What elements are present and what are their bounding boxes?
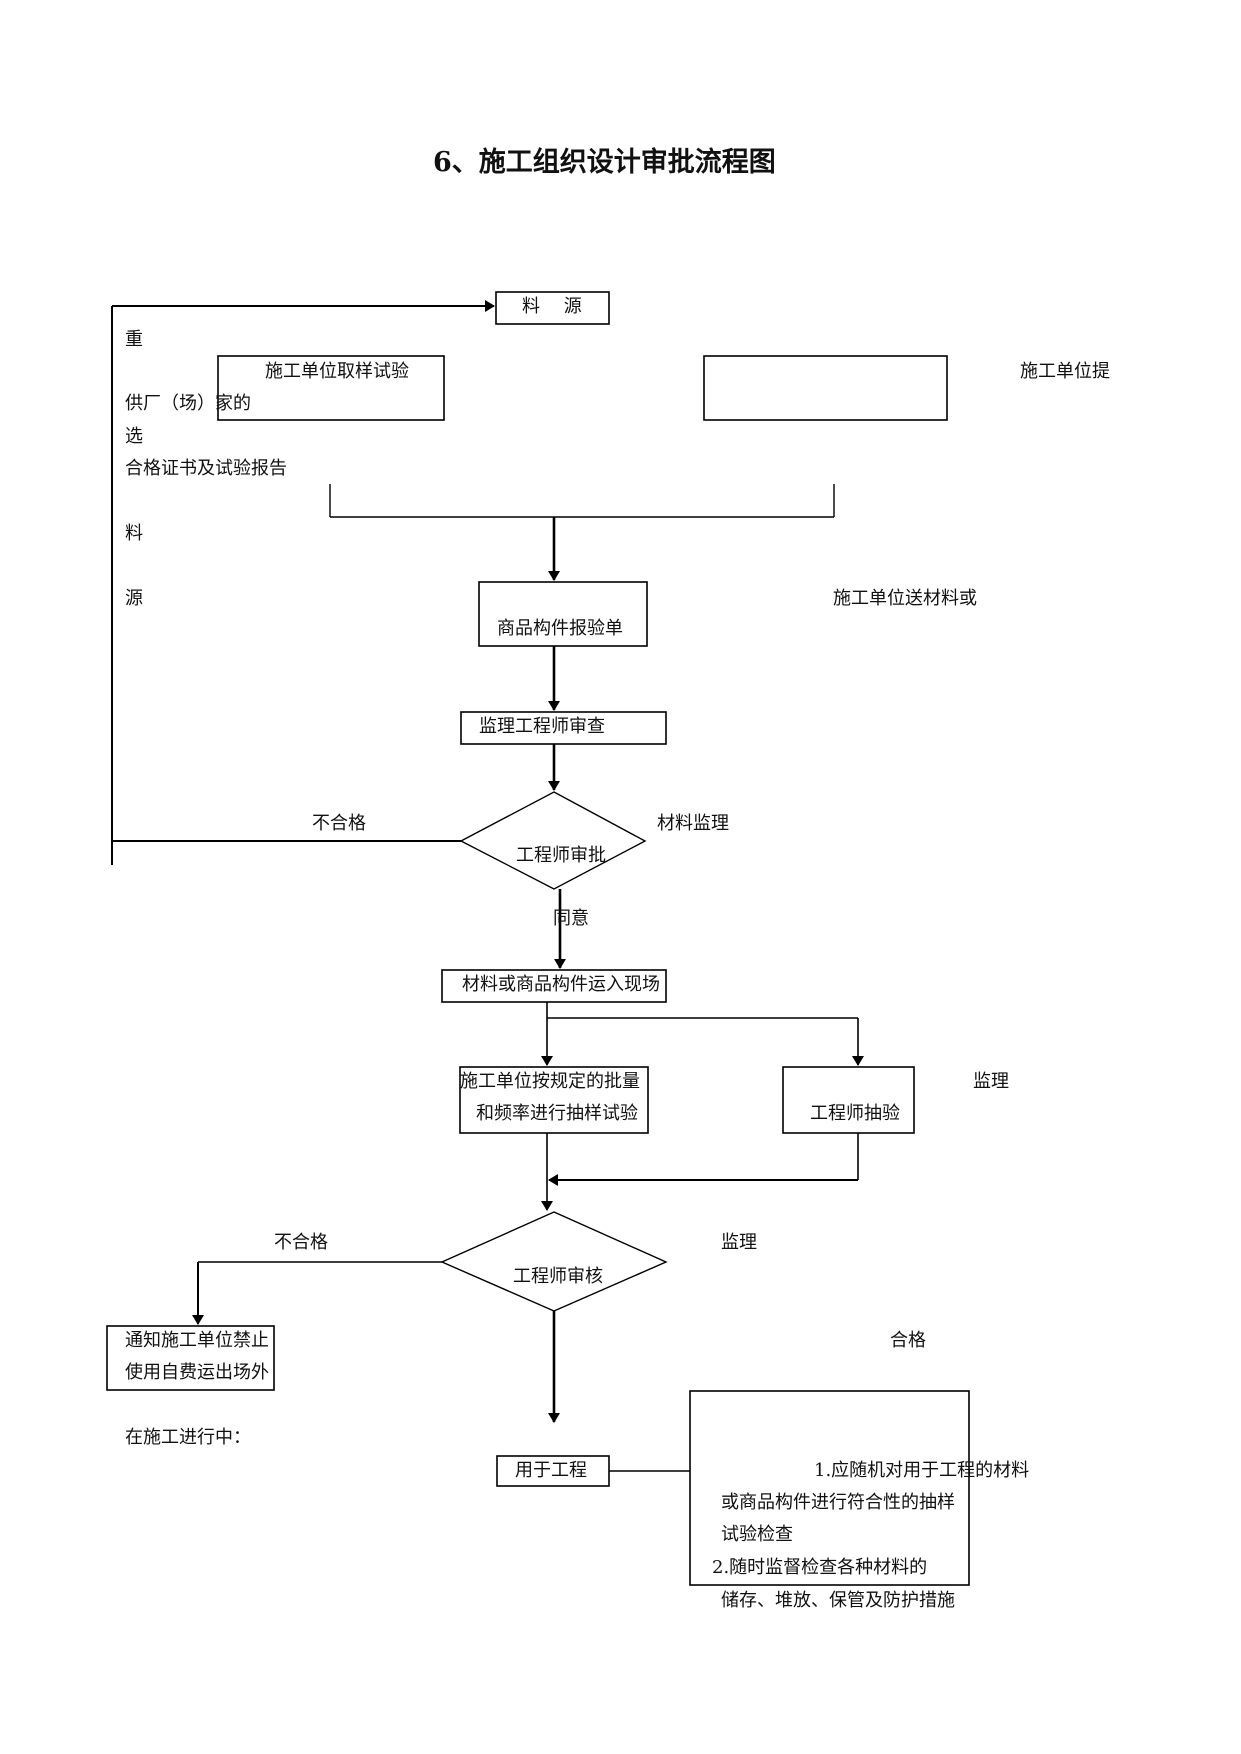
left-label-gongchang: 供厂（场）家的 — [125, 393, 251, 414]
notes-line-5: 储存、堆放、保管及防护措施 — [721, 1590, 955, 1611]
batch-test-box — [459, 1066, 649, 1134]
submit-label: 施工单位送材料或 — [833, 588, 977, 609]
spot-check-side-label: 监理 — [973, 1071, 1009, 1092]
decision2-diamond — [440, 1211, 668, 1312]
reject2-label: 不合格 — [274, 1232, 328, 1253]
use-label: 用于工程 — [515, 1460, 587, 1481]
reject1-label: 不合格 — [312, 813, 366, 834]
left-label-yuan: 源 — [125, 588, 143, 609]
spot-check-label: 工程师抽验 — [810, 1103, 900, 1124]
report-form-box — [478, 581, 648, 647]
notes-line-4: 2.随时监督检查各种材料的 — [712, 1557, 928, 1578]
decision2-label: 工程师审核 — [513, 1266, 603, 1287]
batch-test-label-1: 施工单位按规定的批量 — [460, 1071, 640, 1092]
left-label-hege: 合格证书及试验报告 — [125, 458, 287, 479]
decision1-label: 工程师审批 — [516, 845, 606, 866]
notes-box — [689, 1390, 970, 1586]
notes-line-3: 试验检查 — [721, 1524, 793, 1545]
delivery-label: 材料或商品构件运入现场 — [462, 974, 660, 995]
decision2-side-label: 监理 — [721, 1232, 757, 1253]
supervisor-review-label: 监理工程师审查 — [479, 716, 605, 737]
sampling-test-box — [217, 355, 445, 421]
source-box — [495, 291, 610, 325]
batch-test-label-2: 和频率进行抽样试验 — [476, 1103, 638, 1124]
notice-label-1: 通知施工单位禁止 — [125, 1330, 269, 1351]
pass2-label: 合格 — [890, 1330, 926, 1351]
in-progress-label: 在施工进行中： — [125, 1427, 251, 1448]
left-label-xuan: 选 — [125, 426, 143, 447]
notes-line-1: 1.应随机对用于工程的材料 — [814, 1460, 1030, 1481]
spot-check-box — [782, 1066, 915, 1134]
report-form-label: 商品构件报验单 — [497, 618, 623, 639]
approve1-label: 同意 — [553, 908, 589, 929]
supplier-box — [703, 355, 948, 421]
notice-label-2: 使用自费运出场外 — [125, 1362, 269, 1383]
decision1-side-label: 材料监理 — [657, 813, 729, 834]
notice-box — [106, 1325, 275, 1391]
notes-line-2: 或商品构件进行符合性的抽样 — [721, 1492, 955, 1513]
sampling-test-label: 施工单位取样试验 — [265, 361, 409, 382]
supplier-right-label: 施工单位提 — [1020, 361, 1110, 382]
page-title: 6、施工组织设计审批流程图 — [433, 147, 776, 178]
left-label-liao: 料 — [125, 523, 143, 544]
left-label-zhong: 重 — [125, 329, 143, 350]
source-label: 料 源 — [522, 296, 582, 317]
delivery-box — [441, 969, 667, 1003]
supervisor-review-box — [460, 711, 667, 745]
decision1-diamond — [459, 791, 647, 890]
